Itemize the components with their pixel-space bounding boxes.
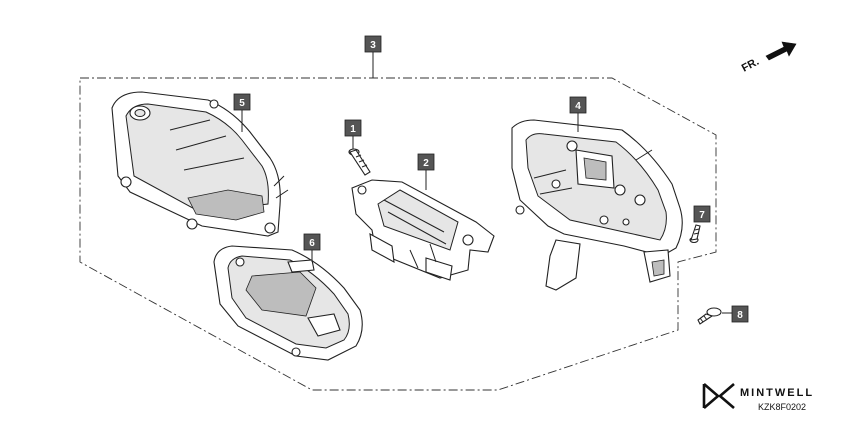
- brand-logo-icon: [702, 383, 735, 409]
- part-code: KZK8F0202: [758, 402, 806, 412]
- callout-8: 8: [731, 305, 749, 323]
- svg-text:1: 1: [350, 124, 356, 135]
- part-lower-case: [213, 245, 363, 361]
- part-screw: [348, 136, 371, 176]
- callout-4: 4: [569, 96, 587, 114]
- svg-text:4: 4: [575, 101, 581, 112]
- part-meter-housing: [511, 112, 683, 291]
- svg-text:8: 8: [737, 310, 743, 321]
- front-direction-indicator: FR.: [740, 41, 797, 75]
- front-direction-label: FR.: [740, 56, 761, 75]
- brand-name: MINTWELL: [740, 387, 814, 399]
- assembly-boundary: [79, 77, 717, 391]
- part-display-module: [351, 170, 495, 281]
- brand-watermark: MINTWELL: [702, 383, 814, 409]
- part-upper-cover: [111, 91, 289, 237]
- callout-3: 3: [364, 35, 382, 53]
- callout-7: 7: [693, 205, 711, 223]
- part-tapping-screw: [697, 307, 734, 325]
- svg-text:6: 6: [309, 238, 315, 249]
- svg-text:5: 5: [239, 98, 245, 109]
- callout-2: 2: [417, 153, 435, 171]
- callout-1: 1: [344, 119, 362, 137]
- callout-5: 5: [233, 93, 251, 111]
- svg-text:2: 2: [423, 158, 429, 169]
- svg-text:7: 7: [699, 210, 705, 221]
- svg-text:3: 3: [370, 40, 376, 51]
- front-arrow-icon: [765, 41, 797, 61]
- callout-6: 6: [303, 233, 321, 251]
